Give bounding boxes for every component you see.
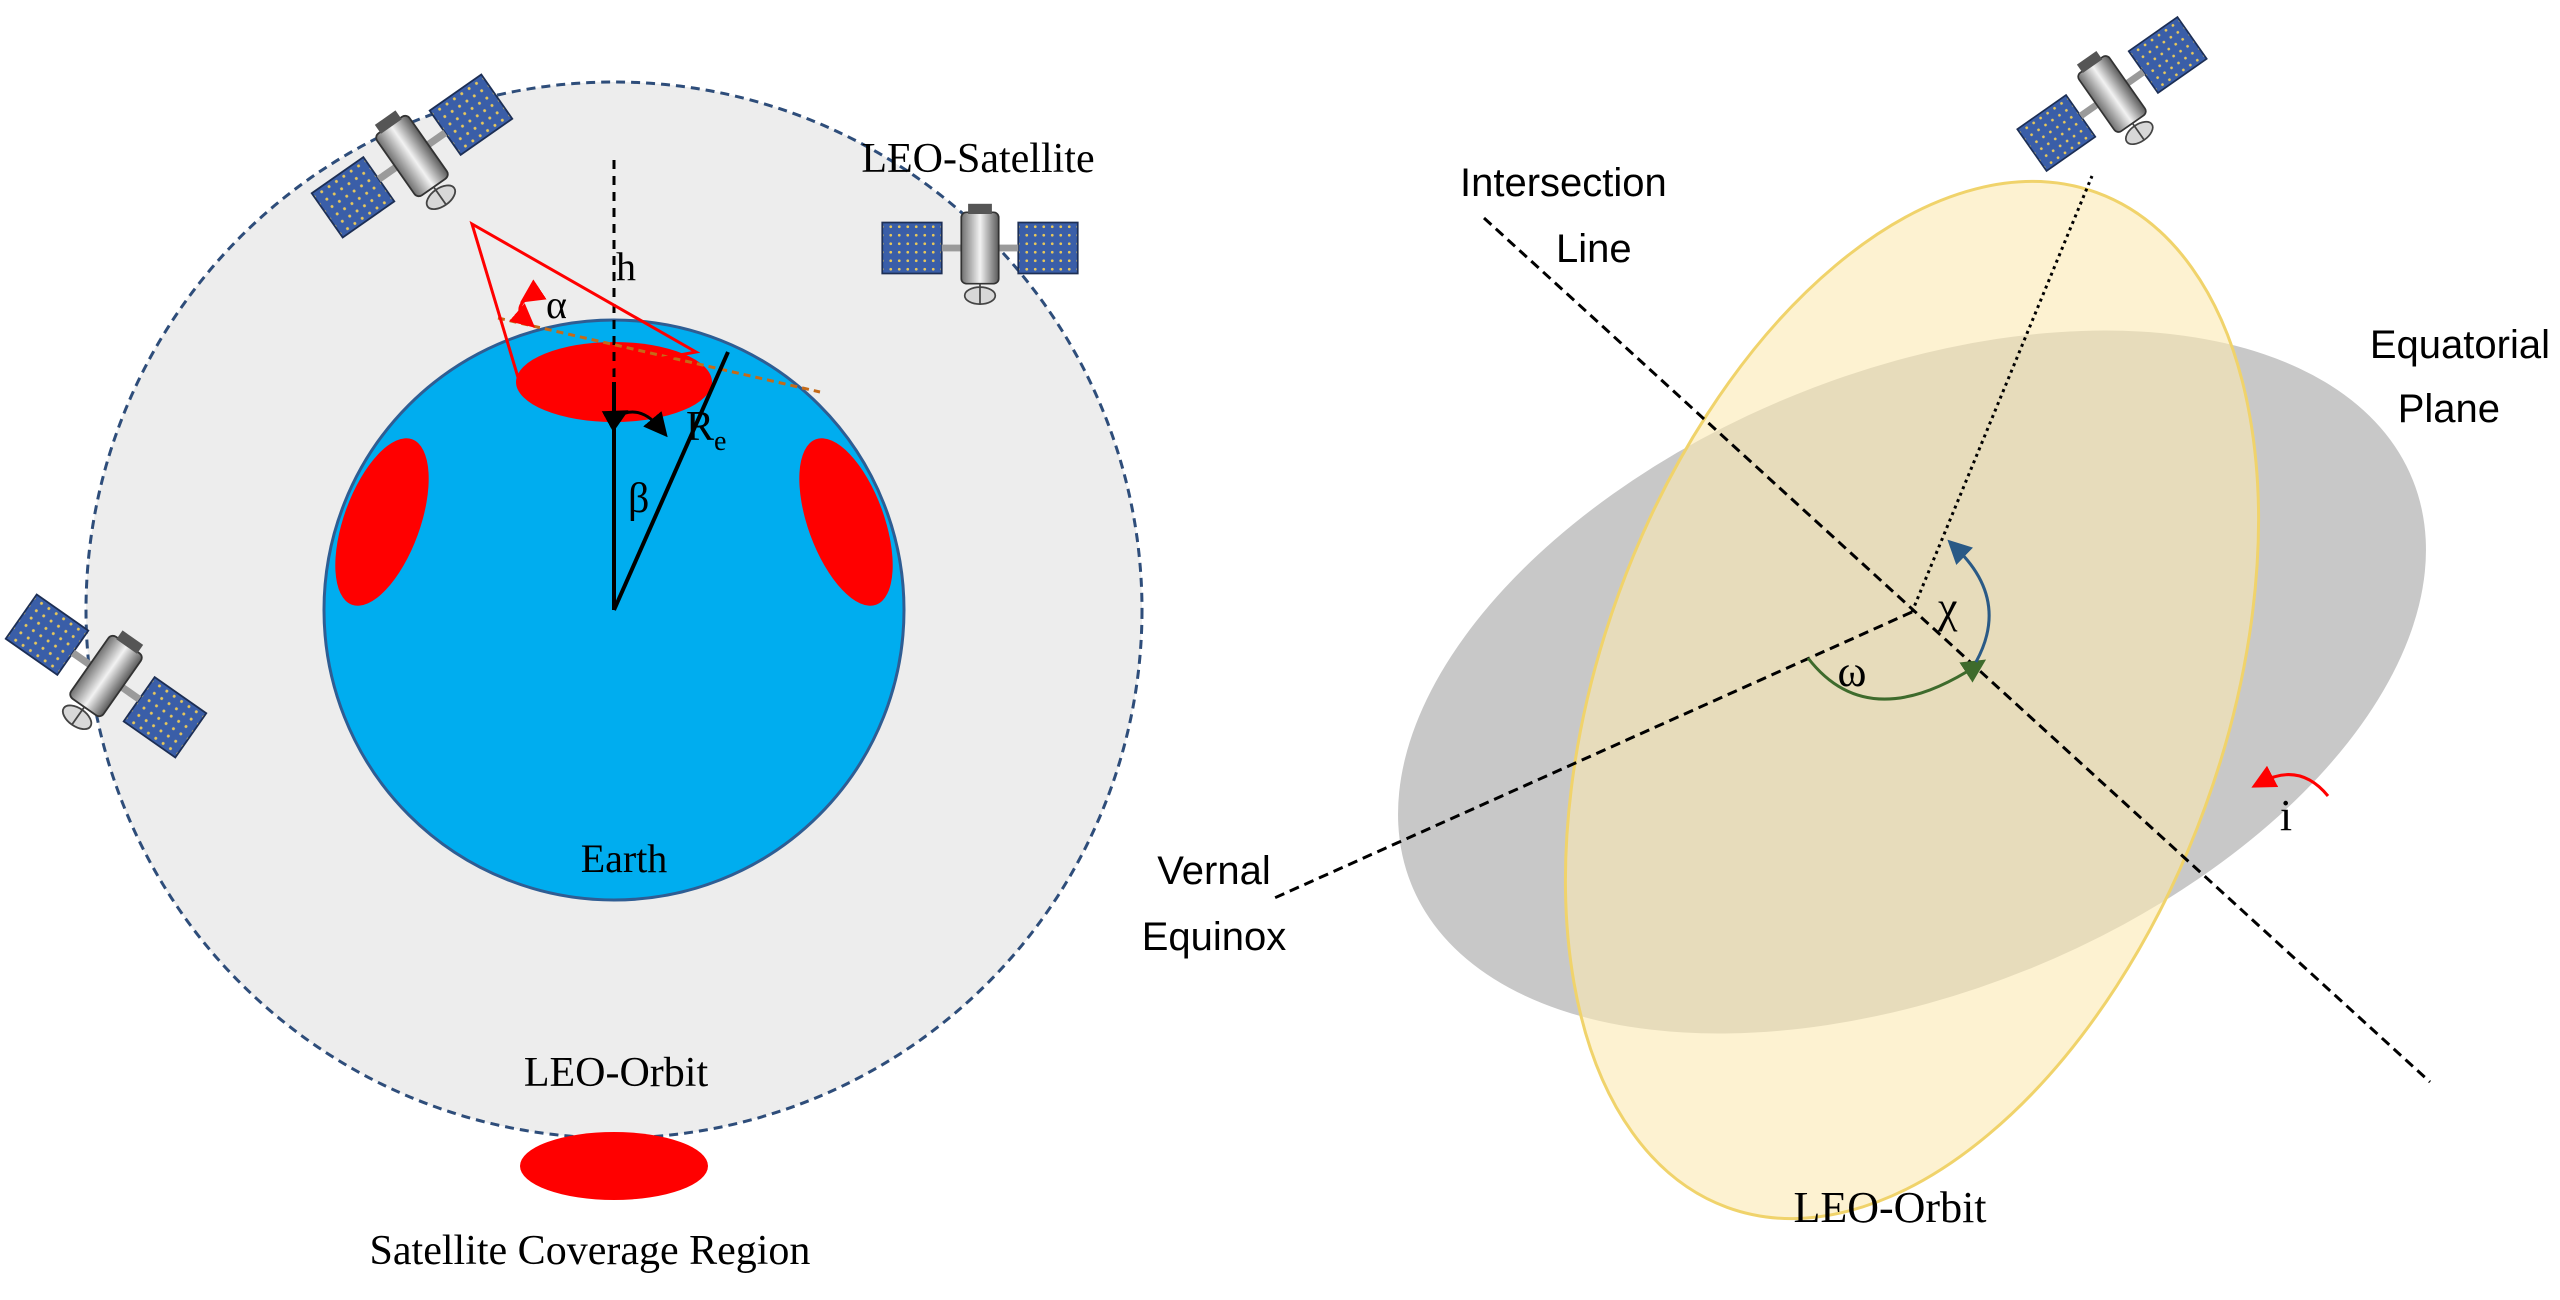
equatorial-label-line2: Plane [2398, 387, 2500, 431]
intersection-label-line2: Line [1556, 227, 1632, 271]
radius-label-main: R [686, 404, 714, 450]
chi-label: χ [1937, 583, 1958, 632]
right-diagram: Intersection Line Equatorial Plane Verna… [1142, 0, 2550, 1232]
right-leo-orbit-label: LEO-Orbit [1793, 1183, 1986, 1232]
intersection-label-line1: Intersection [1460, 161, 1667, 205]
vernal-label-line2: Equinox [1142, 915, 1287, 959]
coverage-region-left [335, 438, 429, 606]
equatorial-label-line1: Equatorial [2370, 323, 2550, 367]
legend-coverage-label: Satellite Coverage Region [370, 1228, 811, 1274]
inclination-label: i [2280, 791, 2292, 840]
coverage-cone [469, 220, 701, 386]
alpha-arrow [509, 279, 547, 328]
leo-orbit-plane [1563, 179, 2261, 1221]
radius-label-subscript: e [714, 426, 726, 457]
alpha-label: α [546, 282, 567, 327]
omega-label: ω [1838, 647, 1867, 696]
vernal-equinox-line [1269, 610, 1913, 902]
chi-arrow [1947, 539, 1991, 663]
intersection-line [1482, 216, 2432, 1084]
satellite-icon [2005, 0, 2226, 197]
vernal-label-line1: Vernal [1157, 849, 1270, 893]
inclination-arrow [2251, 765, 2330, 797]
left-diagram: h α β Re Earth LEO-Satellite LEO-Orbit S… [0, 57, 1144, 1274]
earth-radius-line [612, 351, 730, 611]
earth-label: Earth [581, 836, 668, 881]
leo-orbit-label: LEO-Orbit [524, 1050, 709, 1096]
beta-label: β [628, 476, 649, 522]
height-label: h [616, 244, 636, 289]
leo-satellite-label: LEO-Satellite [861, 136, 1094, 182]
legend-coverage-swatch [520, 1132, 708, 1200]
coverage-region-right [799, 438, 893, 606]
satellite-position-line [1910, 175, 2094, 613]
beta-arrow [601, 410, 668, 438]
omega-arrow [1806, 657, 1987, 701]
radius-label: Re [686, 404, 726, 457]
